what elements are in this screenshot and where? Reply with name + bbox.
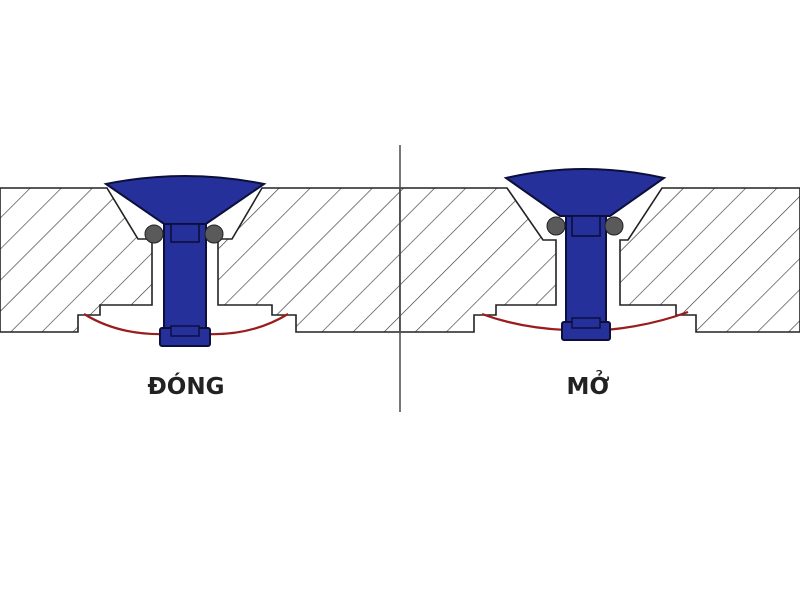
wall-section-open-right — [619, 187, 800, 333]
seal-ring-right-closed — [204, 224, 224, 244]
valve-foot-cap-open — [571, 317, 601, 329]
valve-head-closed — [103, 175, 267, 229]
seal-ring-left-open — [546, 216, 566, 236]
valve-foot-cap-closed — [170, 325, 200, 337]
seal-ring-right-open — [604, 216, 624, 236]
wall-section-closed — [0, 187, 153, 333]
valve-collar-open — [571, 215, 601, 237]
label-open: MỞ — [567, 370, 610, 400]
seal-ring-left-closed — [144, 224, 164, 244]
spring-open — [481, 310, 689, 332]
wall-section-closed-right — [217, 187, 401, 333]
valve-head-open — [503, 168, 667, 217]
spring-closed — [83, 313, 289, 336]
label-closed: ĐÓNG — [148, 372, 225, 400]
valve-open — [481, 168, 689, 341]
wall-section-open — [399, 187, 557, 333]
valve-closed — [83, 175, 289, 347]
valve-collar-closed — [170, 223, 200, 243]
